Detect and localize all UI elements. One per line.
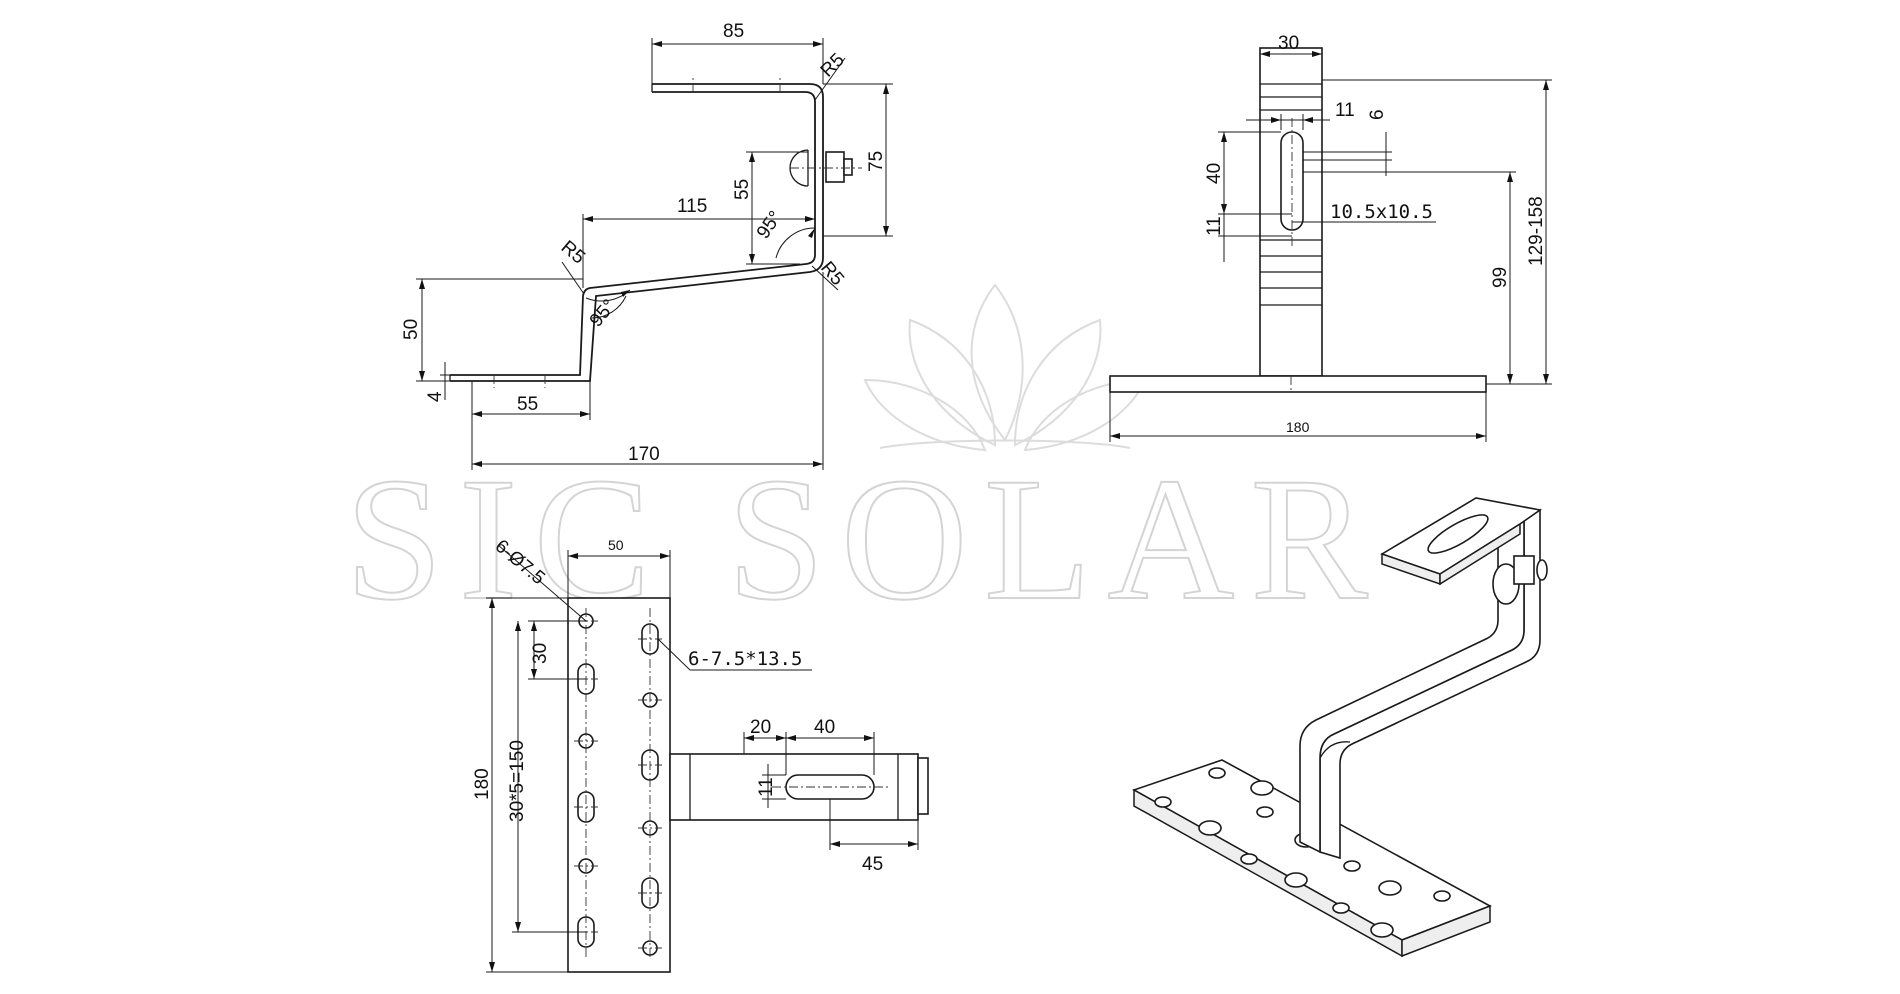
front-arm-bands	[1260, 83, 1322, 306]
dim-angle-upper-label: 95°	[753, 207, 787, 243]
dim-r5-top-label: R5	[817, 50, 849, 82]
iso-plate-holes	[1154, 767, 1451, 938]
dim-square-hole-label: 10.5x10.5	[1330, 201, 1433, 223]
dim-85: 85	[651, 21, 824, 84]
dim-40-label: 40	[1204, 163, 1225, 184]
dim-angle-lower-label: 95°	[586, 296, 621, 332]
dim-angle-upper: 95°	[753, 207, 816, 259]
dim-45: 45	[829, 799, 919, 875]
dim-11-slot-label: 11	[1335, 100, 1355, 121]
dim-180-plate: 180	[472, 597, 568, 973]
dim-30-pitch-label: 30	[530, 643, 551, 664]
dim-4-label: 4	[425, 391, 446, 402]
dim-11-arm: 11	[756, 764, 786, 808]
dim-angle-lower: 95°	[586, 289, 631, 332]
watermark-text: SIC SOLAR	[345, 442, 1384, 637]
dim-40-arm-label: 40	[814, 717, 835, 738]
top-view: 50 6-Ø7.5 30 6-7.5*13.5 30*5=150	[472, 536, 929, 973]
dim-99-label: 99	[1490, 267, 1511, 288]
dim-20-40: 20 40	[743, 717, 875, 775]
dim-50-width-label: 50	[608, 537, 624, 553]
dim-30-pitch: 30	[528, 620, 586, 680]
dim-170-label: 170	[628, 444, 660, 465]
dim-6-label: 6	[1367, 109, 1388, 120]
front-view: 30 11 6 40	[1109, 33, 1552, 442]
dim-45-label: 45	[862, 854, 883, 875]
dim-99: 99	[1303, 171, 1516, 385]
dim-r5-left-label: R5	[557, 237, 589, 269]
dim-30: 30	[1259, 33, 1322, 57]
dim-75-label: 75	[866, 151, 887, 172]
dim-180-plate-label: 180	[472, 768, 493, 800]
dim-11-slot: 11	[1246, 100, 1355, 130]
dim-11-lower-label: 11	[1204, 216, 1225, 236]
dim-170: 170	[471, 272, 824, 470]
sun-leaves-logo	[863, 283, 1147, 452]
iso-tab-slot	[1427, 514, 1489, 554]
dim-50: 50	[401, 278, 583, 382]
side-view: 85 R5 75 55	[401, 21, 893, 470]
dim-115: 115	[582, 196, 816, 288]
dim-55-foot: 55	[471, 381, 591, 420]
dim-r5-lower-right: R5	[811, 258, 848, 291]
dim-square-hole: 10.5x10.5	[1292, 201, 1436, 223]
dim-slots: 6-7.5*13.5	[657, 638, 812, 671]
dim-50-label: 50	[401, 319, 422, 340]
dim-55-foot-label: 55	[517, 394, 538, 415]
dim-115-label: 115	[677, 196, 707, 217]
dim-11-arm-label: 11	[756, 777, 777, 797]
dim-11-lower: 11	[1204, 200, 1292, 262]
dim-4: 4	[425, 362, 450, 402]
side-view-centerlines	[493, 78, 862, 388]
isometric-view	[1132, 497, 1548, 958]
dim-r5-lower-right-label: R5	[816, 258, 848, 290]
hole-centerlines	[574, 608, 662, 960]
hook-profile	[449, 83, 824, 382]
dim-129-158: 129-158	[1322, 79, 1552, 385]
dim-55-bolt: 55	[732, 151, 808, 265]
iso-bolt	[1492, 555, 1548, 605]
dim-55-bolt-label: 55	[732, 179, 753, 200]
iso-top-tab	[1380, 497, 1543, 586]
dim-129-158-label: 129-158	[1526, 196, 1547, 266]
dim-r5-left: R5	[557, 237, 589, 295]
dim-r5-top: R5	[814, 50, 849, 101]
dim-pitch-total: 30*5=150	[507, 621, 586, 933]
dim-6: 6	[1303, 109, 1392, 176]
dim-180-base-label: 180	[1286, 419, 1310, 435]
top-base-plate	[567, 597, 671, 973]
dim-180-base: 180	[1109, 392, 1487, 442]
watermark: SIC SOLAR	[344, 283, 1384, 638]
hook-bolt	[789, 149, 853, 187]
dim-85-label: 85	[723, 21, 744, 42]
dim-50-width: 50	[567, 537, 671, 598]
dim-20-label: 20	[750, 717, 771, 738]
front-base-plate	[1109, 375, 1487, 393]
dim-pitch-total-label: 30*5=150	[507, 740, 528, 822]
dim-30-label: 30	[1278, 33, 1299, 54]
top-arm	[669, 753, 929, 821]
dim-slots-label: 6-7.5*13.5	[688, 648, 802, 670]
dim-75: 75	[823, 83, 893, 237]
